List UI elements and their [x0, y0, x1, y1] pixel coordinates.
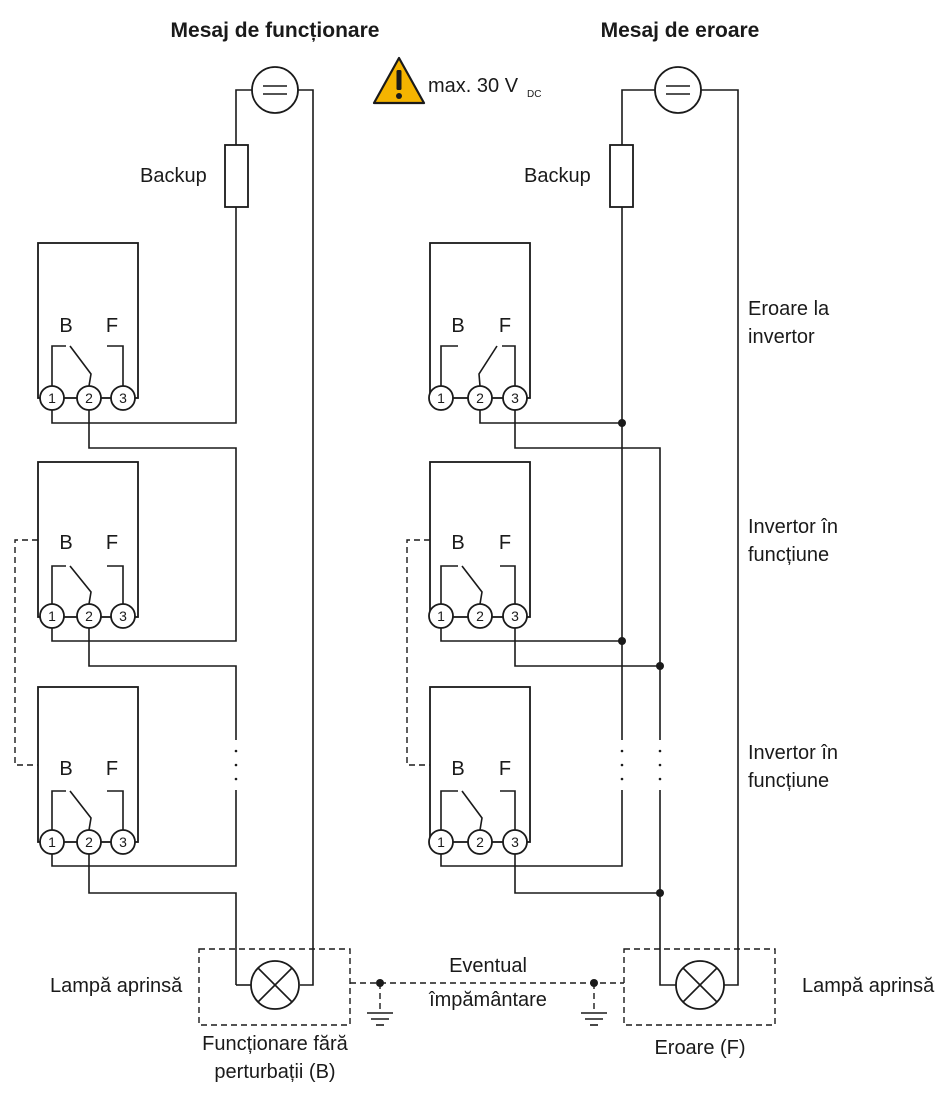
inverter-left-3: B F 1 2 3 [37, 686, 139, 855]
inverter-error-label-line1: Eroare la [748, 298, 830, 320]
svg-text:2: 2 [85, 834, 93, 850]
svg-text:3: 3 [511, 390, 519, 406]
warning-subscript: DC [527, 89, 541, 100]
grounding-label-line2: împământare [428, 989, 547, 1011]
inverter-left-1: B F 1 2 3 [37, 242, 139, 411]
right-comm-bus-dashed [406, 539, 430, 766]
right-ellipsis-dots [620, 749, 662, 781]
svg-text:2: 2 [85, 608, 93, 624]
inverter-right-2: B F 1 2 3 [428, 461, 531, 629]
inverter-ok-label-1-line2: funcțiune [748, 544, 829, 566]
inverter-ok-label-2-line2: funcțiune [748, 770, 829, 792]
left-circuit-wiring [51, 89, 314, 986]
dc-power-supply-icon [251, 66, 299, 114]
svg-text:2: 2 [476, 390, 484, 406]
svg-text:F: F [499, 315, 511, 337]
bottom-label-left-line2: perturbații (B) [214, 1061, 335, 1083]
svg-text:F: F [106, 532, 118, 554]
left-comm-bus-dashed [14, 539, 38, 766]
svg-text:1: 1 [48, 390, 56, 406]
left-ellipsis-dots [234, 749, 238, 781]
backup-label-left: Backup [140, 165, 207, 187]
dc-power-supply-icon [654, 66, 702, 114]
svg-text:3: 3 [119, 608, 127, 624]
backup-label-right: Backup [524, 165, 591, 187]
bottom-label-right: Eroare (F) [654, 1037, 745, 1059]
ground-icon-right [581, 1012, 607, 1026]
svg-text:F: F [106, 758, 118, 780]
svg-text:1: 1 [48, 834, 56, 850]
grounding-label-line1: Eventual [449, 955, 527, 977]
inverter-ok-label-2-line1: Invertor în [748, 742, 838, 764]
right-lamp-dashed-box [623, 948, 776, 1026]
warning-text: max. 30 V [428, 75, 519, 97]
svg-text:B: B [451, 315, 464, 337]
svg-text:B: B [451, 758, 464, 780]
svg-text:2: 2 [476, 608, 484, 624]
inverter-error-label-line2: invertor [748, 326, 815, 348]
svg-text:F: F [106, 315, 118, 337]
svg-text:3: 3 [511, 608, 519, 624]
inverter-left-2: B F 1 2 3 [37, 461, 139, 629]
fuse-icon [609, 144, 634, 208]
ground-icon-left [367, 1012, 393, 1026]
svg-text:3: 3 [119, 390, 127, 406]
lamp-lit-label-right: Lampă aprinsă [802, 975, 935, 997]
svg-text:F: F [499, 758, 511, 780]
svg-text:B: B [59, 758, 72, 780]
svg-text:2: 2 [85, 390, 93, 406]
grounding-wiring [350, 979, 624, 1012]
inverter-right-3: B F 1 2 3 [428, 686, 531, 855]
right-circuit-wiring [440, 89, 739, 986]
svg-text:F: F [499, 532, 511, 554]
bottom-label-left-line1: Funcționare fără [202, 1033, 349, 1055]
svg-text:B: B [59, 315, 72, 337]
inverter-right-1: B F 1 2 3 [428, 242, 531, 411]
title-error-message: Mesaj de eroare [601, 19, 760, 42]
svg-text:1: 1 [437, 390, 445, 406]
svg-text:1: 1 [437, 834, 445, 850]
svg-text:1: 1 [48, 608, 56, 624]
svg-text:2: 2 [476, 834, 484, 850]
svg-text:1: 1 [437, 608, 445, 624]
lamp-icon-left [235, 960, 300, 1010]
warning-icon [372, 56, 426, 105]
lamp-icon-right [675, 960, 725, 1010]
fuse-icon [224, 144, 249, 208]
svg-text:B: B [59, 532, 72, 554]
svg-text:B: B [451, 532, 464, 554]
svg-text:3: 3 [119, 834, 127, 850]
svg-text:3: 3 [511, 834, 519, 850]
title-operation-message: Mesaj de funcționare [171, 19, 380, 42]
inverter-ok-label-1-line1: Invertor în [748, 516, 838, 538]
left-lamp-dashed-box [198, 948, 351, 1026]
lamp-lit-label-left: Lampă aprinsă [50, 975, 183, 997]
